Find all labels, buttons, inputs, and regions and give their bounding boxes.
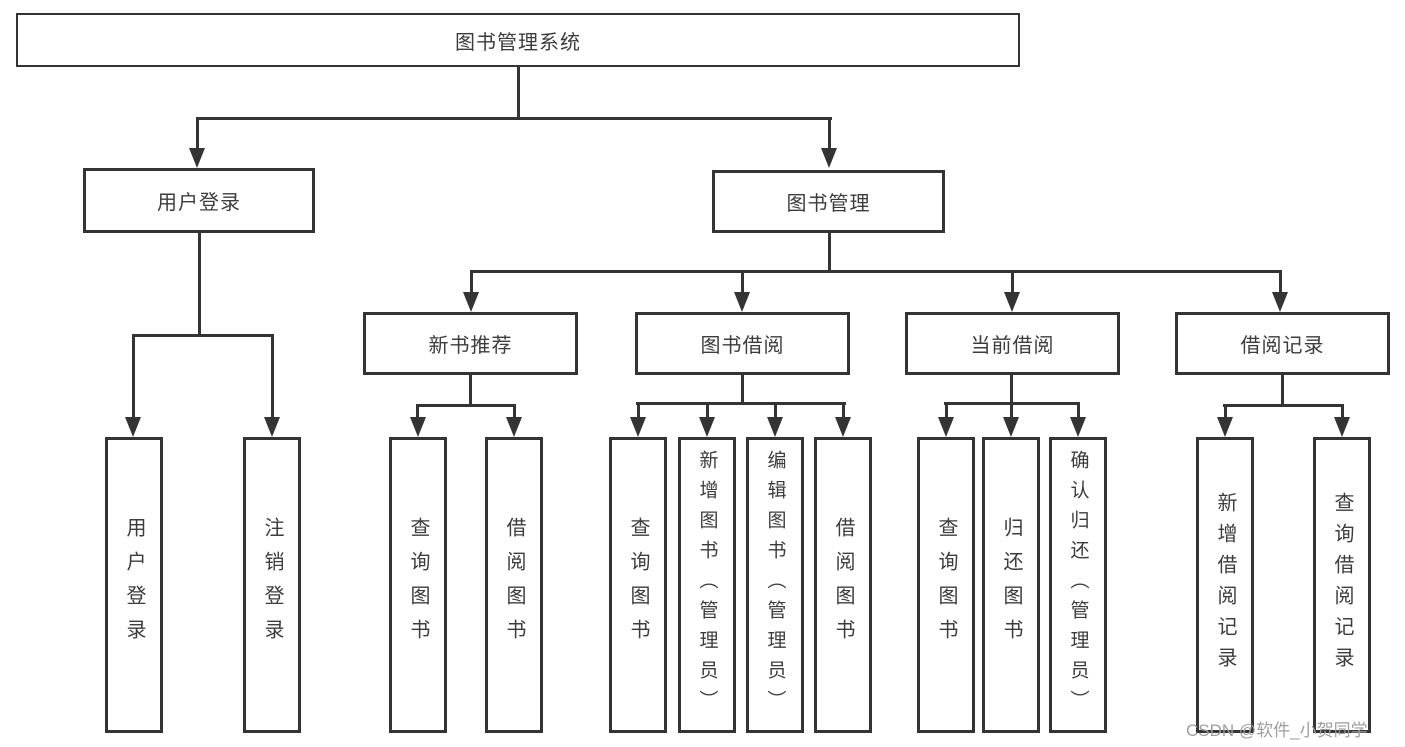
leaf-query-books-current: 查询图书 [917,437,975,733]
connector-drop [637,402,640,419]
leaf-query-borrow-record: 查询借阅记录 [1313,437,1371,733]
connector-records-stem [1281,373,1284,407]
connector-current-stem [1010,373,1013,404]
connector-newbook-stem [469,373,472,407]
leaf-confirm-return-admin: 确认归还（管理员） [1049,437,1107,733]
connector-level3-bus [470,270,1282,273]
leaf-edit-books-admin: 编辑图书（管理员） [746,437,804,733]
leaf-edit-books-admin-label: 编辑图书（管理员） [764,450,786,720]
arrowhead [1003,417,1019,437]
arrowhead [506,417,522,437]
connector-borrowing-stem [741,373,744,404]
leaf-return-books: 归还图书 [982,437,1040,733]
connector-drop [1224,404,1227,419]
connector-drop-leaf-logout [271,334,274,420]
arrowhead-current-borrowing [1004,292,1020,312]
connector-drop-new-book [470,270,473,295]
leaf-user-login: 用户登录 [105,437,163,733]
user-login-node-label: 用户登录 [157,192,241,214]
connector-borrowing-bus [636,402,846,405]
leaf-user-login-label: 用户登录 [123,517,145,653]
arrowhead-new-book [463,292,479,312]
arrowhead-leaf-logout [264,417,280,437]
arrowhead [1334,417,1350,437]
borrowing-records-label: 借阅记录 [1240,335,1325,357]
connector-drop-book-management [828,117,831,151]
leaf-logout-label: 注销登录 [261,517,283,653]
book-management-node: 图书管理 [712,170,945,233]
root-node-label: 图书管理系统 [455,31,581,54]
watermark: CSDN @软件_小贺同学 [1186,721,1368,740]
connector-drop-leaf-user-login [132,334,135,420]
book-borrowing-label: 图书借阅 [700,335,785,357]
connector-drop-user-login [196,117,199,151]
arrowhead-leaf-user-login [125,417,141,437]
arrowhead-book-borrowing [734,292,750,312]
book-management-node-label: 图书管理 [786,193,871,215]
arrowhead [630,417,646,437]
arrowhead [1217,417,1233,437]
leaf-query-borrow-record-label: 查询借阅记录 [1331,492,1353,678]
connector-level2-bus [196,117,832,120]
connector-drop-book-borrowing [741,270,744,295]
connector-drop [1077,402,1080,419]
connector-drop [774,402,777,419]
leaf-borrow-books-borrowing-label: 借阅图书 [832,517,854,653]
borrowing-records-node: 借阅记录 [1175,312,1390,375]
leaf-query-books-recommend: 查询图书 [389,437,447,733]
arrowhead-book-management [821,148,837,168]
leaf-add-books-admin-label: 新增图书（管理员） [696,450,718,720]
new-book-recommendation-node: 新书推荐 [363,312,578,375]
connector-drop-current-borrowing [1011,270,1014,295]
leaf-query-books-borrowing: 查询图书 [609,437,667,733]
leaf-add-borrow-record: 新增借阅记录 [1196,437,1254,733]
arrowhead-user-login [189,148,205,168]
connector-records-bus [1223,404,1344,407]
arrowhead [699,417,715,437]
leaf-logout: 注销登录 [243,437,301,733]
arrowhead [767,417,783,437]
new-book-recommendation-label: 新书推荐 [428,335,513,357]
connector-newbook-bus [416,404,516,407]
connector-drop [416,404,419,419]
leaf-borrow-books-recommend-label: 借阅图书 [503,517,525,653]
leaf-add-books-admin: 新增图书（管理员） [678,437,736,733]
connector-drop [513,404,516,419]
connector-drop [842,402,845,419]
leaf-return-books-label: 归还图书 [1000,517,1022,653]
connector-drop [706,402,709,419]
connector-drop [1010,402,1013,419]
connector-drop-borrowing-records [1279,270,1282,295]
arrowhead [410,417,426,437]
arrowhead [1070,417,1086,437]
leaf-query-books-recommend-label: 查询图书 [407,517,429,653]
leaf-query-books-current-label: 查询图书 [935,517,957,653]
root-node: 图书管理系统 [16,13,1020,67]
book-borrowing-node: 图书借阅 [635,312,850,375]
arrowhead [938,417,954,437]
leaf-confirm-return-admin-label: 确认归还（管理员） [1067,450,1089,720]
leaf-query-books-borrowing-label: 查询图书 [627,517,649,653]
leaf-add-borrow-record-label: 新增借阅记录 [1214,492,1236,678]
connector-book-management-stem [828,231,831,273]
current-borrowing-label: 当前借阅 [970,335,1055,357]
connector-drop [945,402,948,419]
leaf-borrow-books-recommend: 借阅图书 [485,437,543,733]
connector-user-login-bus [132,334,274,337]
arrowhead [835,417,851,437]
leaf-borrow-books-borrowing: 借阅图书 [814,437,872,733]
connector-user-login-stem [198,231,201,337]
connector-drop [1341,404,1344,419]
arrowhead-borrowing-records [1272,292,1288,312]
user-login-node: 用户登录 [83,168,315,233]
connector-root-stem [517,65,520,119]
current-borrowing-node: 当前借阅 [905,312,1120,375]
